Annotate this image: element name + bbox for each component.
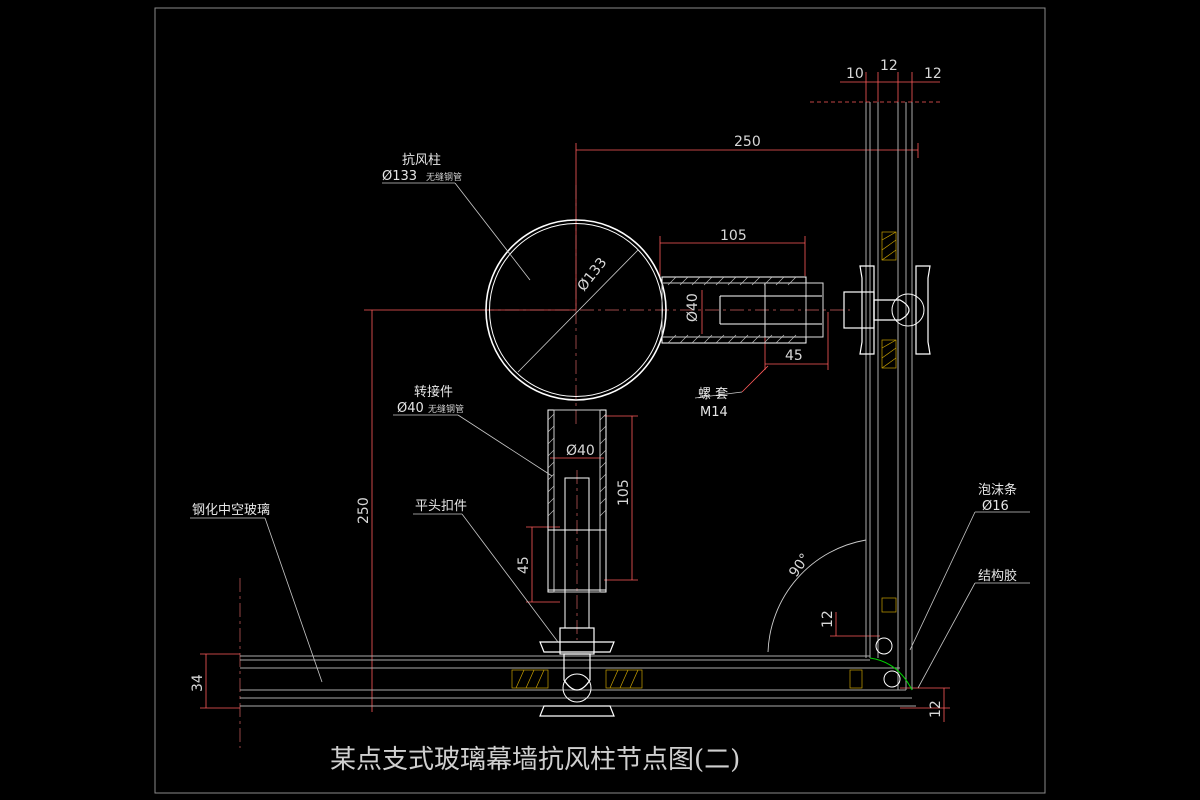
dim-12-bottom: 12 (928, 700, 944, 718)
dim-12-side: 12 (820, 610, 836, 628)
label-column-spec: Ø133 (382, 169, 417, 184)
dim-40-vertical: Ø40 (566, 443, 595, 459)
right-fitting (843, 265, 931, 355)
dim-45-horizontal: 45 (785, 348, 803, 364)
label-flat-head: 平头扣件 (415, 499, 467, 514)
dim-angle: 90° (786, 551, 813, 581)
horizontal-glass-sealant (511, 669, 863, 689)
label-sealant: 结构胶 (978, 568, 1017, 584)
dim-250-horizontal: 250 (734, 134, 761, 150)
leader-lines (190, 182, 1030, 689)
dim-105-horizontal: 105 (720, 228, 747, 244)
label-column-material: 无缝钢管 (426, 171, 462, 183)
dim-top-12a: 12 (880, 58, 898, 74)
dim-40-horizontal-arm: Ø40 (685, 293, 701, 322)
vertical-glass-sealant (881, 231, 897, 613)
label-glass: 钢化中空玻璃 (192, 503, 270, 518)
dim-top-12b: 12 (924, 66, 942, 82)
dim-45-vertical: 45 (516, 556, 532, 574)
dimension-lines (200, 72, 950, 722)
nut-hatch (667, 276, 797, 344)
label-column: 抗风柱 (402, 153, 441, 168)
center-lines (239, 185, 850, 748)
labels: 抗风柱 Ø133 无缝钢管 转接件 Ø40 无缝钢管 钢化中空玻璃 平头扣件 泡… (192, 153, 1017, 584)
drawing-frame (154, 7, 1046, 794)
label-nut-spec: M14 (700, 405, 728, 420)
label-foam: 泡沫条 (978, 482, 1017, 498)
horizontal-glass (240, 655, 916, 707)
dim-133: Ø133 (575, 255, 611, 295)
bottom-fitting (539, 627, 615, 717)
vertical-glass (865, 102, 913, 690)
label-nut: 螺 套 (698, 386, 728, 402)
dim-250-vertical: 250 (356, 497, 372, 524)
label-foam-spec: Ø16 (982, 499, 1009, 514)
label-adapter: 转接件 (414, 384, 453, 400)
corner-foam (869, 637, 913, 691)
dim-105-vertical: 105 (616, 479, 632, 506)
label-adapter-spec: Ø40 (397, 401, 424, 416)
dimension-text: 10 12 12 250 105 45 Ø40 Ø133 Ø40 105 45 … (190, 58, 944, 718)
label-adapter-material: 无缝钢管 (428, 403, 464, 415)
angle-arc (767, 539, 867, 653)
dim-34: 34 (190, 674, 206, 692)
dim-top-10: 10 (846, 66, 864, 82)
drawing-title: 某点支式玻璃幕墙抗风柱节点图(二) (330, 745, 740, 775)
column-pipe-outer (485, 219, 667, 401)
vertical-adapter-hatch (547, 413, 607, 517)
